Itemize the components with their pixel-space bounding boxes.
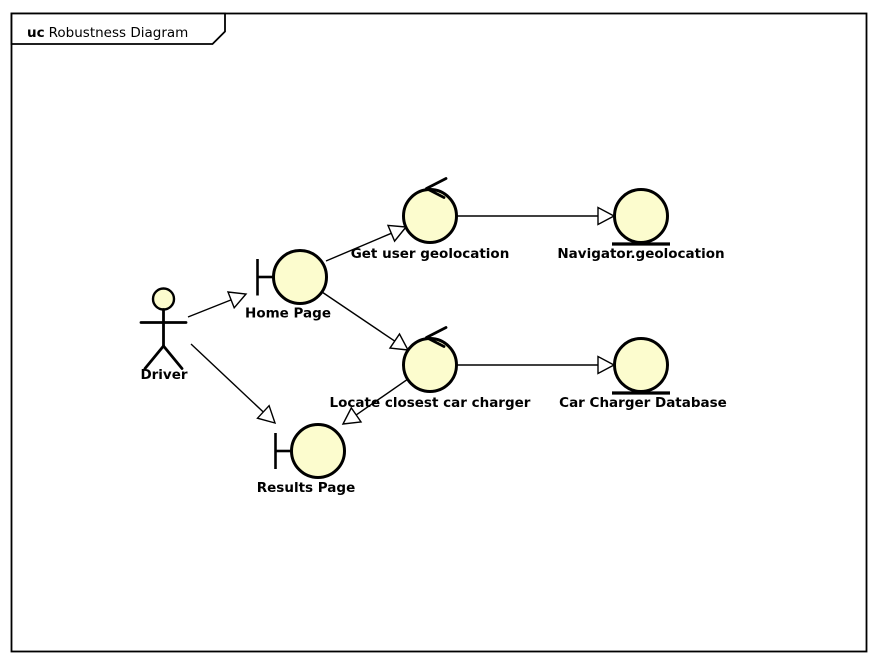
- edge-locate-closest-car-charger-to-results-page: [341, 378, 409, 425]
- control-arrow: [425, 326, 448, 348]
- control-arrow: [425, 177, 448, 199]
- edge-line: [325, 232, 392, 262]
- boundary-circle: [272, 249, 328, 305]
- entity-circle: [613, 188, 669, 244]
- node-driver: Driver: [139, 287, 188, 383]
- open-arrowhead-icon: [386, 224, 408, 243]
- boundary-icon: [274, 423, 346, 479]
- open-arrowhead-icon: [597, 355, 616, 375]
- node-label: Driver: [140, 367, 187, 383]
- frame-border: [10, 12, 868, 653]
- frame-title-tab: [10, 12, 226, 45]
- node-label: Results Page: [257, 480, 355, 496]
- edge-home-page-to-locate-closest-car-charger: [321, 291, 410, 351]
- edge-driver-to-results-page: [190, 343, 277, 425]
- edge-get-user-geolocation-to-navigator-geolocation: [457, 206, 616, 226]
- node-car-charger-database: Car Charger Database: [559, 337, 727, 411]
- edge-line: [321, 291, 396, 342]
- edge-driver-to-home-page: [187, 291, 248, 318]
- control-circle: [402, 188, 458, 244]
- control-icon: [402, 326, 458, 393]
- node-get-user-geolocation: Get user geolocation: [351, 177, 510, 262]
- boundary-circle: [290, 423, 346, 479]
- open-arrowhead-icon: [256, 404, 277, 425]
- actor-icon: [139, 287, 188, 370]
- node-label: Get user geolocation: [351, 246, 510, 262]
- node-label: Navigator.geolocation: [557, 246, 724, 262]
- node-label: Locate closest car charger: [330, 395, 531, 411]
- edge-line: [355, 378, 409, 416]
- open-arrowhead-icon: [226, 291, 248, 310]
- frame-keyword: uc: [27, 25, 45, 41]
- edge-line: [190, 343, 264, 413]
- actor-left-leg: [143, 344, 165, 370]
- node-results-page: Results Page: [257, 423, 355, 496]
- edge-locate-closest-car-charger-to-car-charger-database: [457, 355, 616, 375]
- frame-title-text: Robustness Diagram: [49, 25, 189, 41]
- actor-right-leg: [162, 344, 184, 370]
- open-arrowhead-icon: [597, 206, 616, 226]
- node-navigator-geolocation: Navigator.geolocation: [557, 188, 725, 262]
- open-arrowhead-icon: [388, 332, 410, 351]
- node-label: Home Page: [245, 306, 331, 322]
- control-circle: [402, 337, 458, 393]
- node-locate-closest-car-charger: Locate closest car charger: [330, 326, 531, 411]
- boundary-icon: [256, 249, 328, 305]
- node-label: Car Charger Database: [559, 395, 727, 411]
- edge-line: [187, 299, 232, 318]
- edge-home-page-to-get-user-geolocation: [325, 224, 408, 262]
- actor-head: [151, 287, 176, 311]
- control-icon: [402, 177, 458, 244]
- open-arrowhead-icon: [341, 406, 363, 425]
- edges: [187, 206, 616, 425]
- entity-icon: [612, 188, 670, 246]
- entity-circle: [613, 337, 669, 393]
- entity-icon: [612, 337, 670, 395]
- node-home-page: Home Page: [245, 249, 331, 322]
